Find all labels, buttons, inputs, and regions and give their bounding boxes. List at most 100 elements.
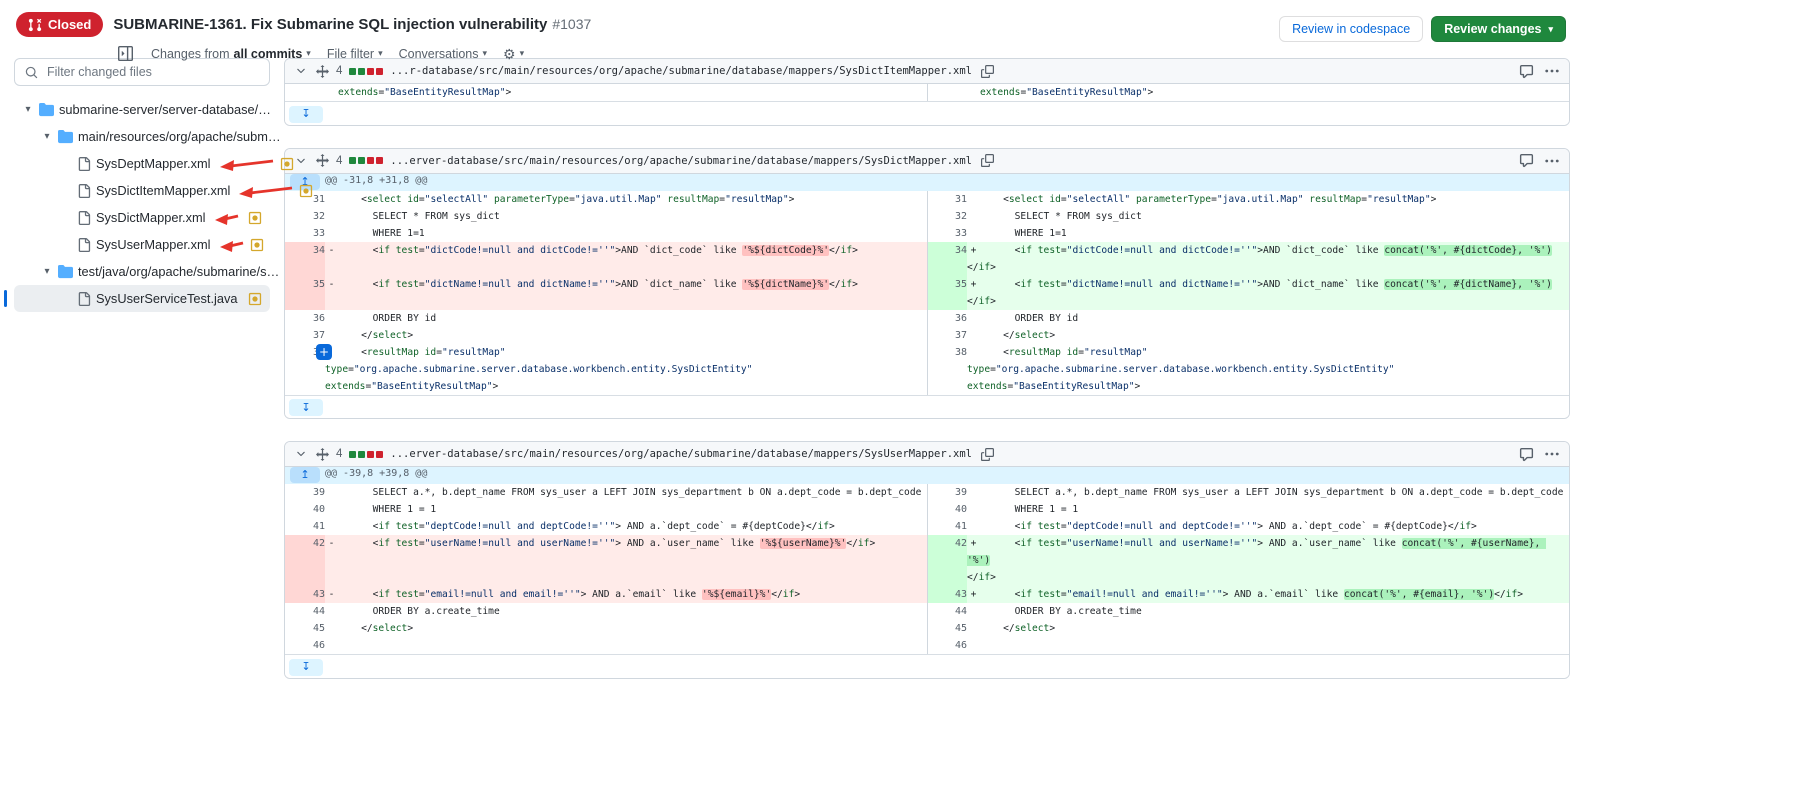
code-line: </select> (967, 620, 1569, 637)
line-number[interactable]: 40 (926, 501, 967, 518)
expand-up-button[interactable]: ↥ (290, 467, 320, 483)
line-number[interactable]: 34 (285, 241, 325, 276)
pr-status-label: Closed (48, 17, 92, 32)
line-number[interactable]: 44 (926, 603, 967, 620)
line-number[interactable]: 46 (926, 637, 967, 654)
line-number[interactable]: 42 (926, 535, 967, 586)
tree-folder-item[interactable]: ▾submarine-server/server-database/… (14, 96, 270, 123)
line-number[interactable]: 31 (926, 190, 967, 208)
line-number[interactable]: 36 (285, 309, 325, 327)
line-number[interactable]: 41 (285, 518, 325, 535)
line-number[interactable]: 42 (285, 535, 325, 586)
pr-number: #1037 (552, 16, 592, 32)
tree-folder-item[interactable]: ▾main/resources/org/apache/subm… (14, 123, 280, 150)
line-number[interactable]: 35 (285, 275, 325, 310)
code-line: WHERE 1=1 (325, 224, 927, 242)
line-number[interactable]: 43 (285, 586, 325, 603)
copy-path-icon[interactable] (979, 446, 996, 463)
line-number[interactable]: 31 (285, 190, 325, 208)
chevron-down-icon: ▾ (44, 131, 50, 142)
filter-changed-files-input[interactable] (45, 64, 259, 80)
diff-settings-dropdown[interactable]: ⚙ ▾ (503, 47, 524, 61)
split-diff-table: ↥@@ -39,8 +39,8 @@39 SELECT a.*, b.dept_… (285, 467, 1569, 654)
line-number[interactable]: 44 (285, 603, 325, 620)
pr-header: Closed SUBMARINE-1361. Fix Submarine SQL… (0, 0, 1576, 61)
line-number[interactable]: 32 (285, 207, 325, 225)
comment-icon[interactable] (1517, 62, 1536, 81)
collapse-file-chevron-icon[interactable] (293, 446, 309, 462)
kebab-menu-icon[interactable] (1543, 450, 1561, 458)
line-number[interactable]: 37 (926, 326, 967, 344)
file-tree-toggle-icon[interactable] (116, 44, 135, 63)
line-number[interactable]: 36 (926, 309, 967, 327)
diff-row: 31 <select id="selectAll" parameterType=… (285, 190, 1569, 208)
line-number[interactable] (285, 84, 325, 101)
code-line: <select id="selectAll" parameterType="ja… (325, 190, 927, 208)
line-number[interactable]: 40 (285, 501, 325, 518)
changes-from-dropdown[interactable]: Changes from all commits ▾ (151, 47, 311, 61)
expand-down-button[interactable]: ↧ (289, 399, 323, 416)
code-line: + <if test="dictName!=null and dictName!… (967, 275, 1569, 310)
commits-value: all commits (233, 46, 303, 61)
tree-file-item[interactable]: SysUserServiceTest.java (4, 285, 270, 312)
changed-lines-count: 4 (336, 65, 343, 77)
line-number[interactable]: 45 (926, 620, 967, 637)
expand-up-button[interactable]: ↥ (290, 173, 320, 190)
file-filter-dropdown[interactable]: File filter ▾ (327, 47, 383, 61)
conversations-dropdown[interactable]: Conversations ▾ (399, 47, 487, 61)
code-line: extends="BaseEntityResultMap"> (967, 84, 1569, 101)
modified-file-icon (248, 292, 262, 306)
hunk-gutter: ↥ (285, 173, 325, 191)
review-in-codespace-button[interactable]: Review in codespace (1279, 16, 1424, 42)
tree-item-label: SysUserServiceTest.java (96, 291, 238, 306)
file-path-link[interactable]: ...r-database/src/main/resources/org/apa… (390, 65, 972, 77)
line-number[interactable]: 45 (285, 620, 325, 637)
comment-icon[interactable] (1517, 445, 1536, 464)
code-line: <if test="deptCode!=null and deptCode!='… (325, 518, 927, 535)
copy-path-icon[interactable] (979, 63, 996, 80)
line-number[interactable]: 32 (926, 207, 967, 225)
diff-row: 39 SELECT a.*, b.dept_name FROM sys_user… (285, 484, 1569, 501)
line-number[interactable]: 33 (285, 224, 325, 242)
line-number[interactable]: 38 (926, 343, 967, 395)
tree-file-item[interactable]: SysUserMapper.xml (14, 231, 270, 258)
collapse-file-chevron-icon[interactable] (293, 153, 309, 169)
line-number[interactable]: 35 (926, 275, 967, 310)
changes-from-label: Changes from (151, 46, 230, 61)
code-line: </select> (325, 326, 927, 344)
file-path-link[interactable]: ...erver-database/src/main/resources/org… (390, 448, 972, 460)
tree-item-label: SysDictItemMapper.xml (96, 183, 231, 198)
code-line: <select id="selectAll" parameterType="ja… (967, 190, 1569, 208)
line-number[interactable] (926, 84, 967, 101)
line-number[interactable]: 43 (926, 586, 967, 603)
add-comment-plus-button[interactable]: + (316, 343, 332, 360)
tree-file-item[interactable]: SysDictMapper.xml (14, 204, 270, 231)
code-line: ORDER BY a.create_time (325, 603, 927, 620)
expand-footer: ↧ (285, 394, 1569, 418)
diffstat-squares (349, 157, 384, 164)
line-number[interactable]: 34 (926, 241, 967, 276)
line-number[interactable]: 39 (285, 484, 325, 501)
line-number[interactable]: 33 (926, 224, 967, 242)
line-number[interactable]: 41 (926, 518, 967, 535)
file-path-link[interactable]: ...erver-database/src/main/resources/org… (390, 154, 972, 167)
copy-path-icon[interactable] (979, 152, 996, 169)
tree-file-item[interactable]: SysDeptMapper.xml (14, 150, 293, 177)
line-number[interactable]: 37 (285, 326, 325, 344)
line-number[interactable]: 39 (926, 484, 967, 501)
tree-file-item[interactable]: SysDictItemMapper.xml (14, 177, 313, 204)
drag-handle-icon[interactable] (316, 447, 329, 461)
folder-icon (58, 129, 73, 144)
drag-handle-icon[interactable] (316, 154, 329, 167)
review-changes-button[interactable]: Review changes ▾ (1431, 16, 1566, 42)
drag-handle-icon[interactable] (316, 64, 329, 78)
line-number[interactable]: 46 (285, 637, 325, 654)
comment-icon[interactable] (1517, 151, 1536, 170)
kebab-menu-icon[interactable] (1543, 157, 1561, 165)
expand-down-button[interactable]: ↧ (289, 105, 323, 123)
expand-down-button[interactable]: ↧ (289, 658, 323, 676)
tree-folder-item[interactable]: ▾test/java/org/apache/submarine/s… (14, 258, 279, 285)
diffstat-squares (349, 67, 384, 75)
kebab-menu-icon[interactable] (1543, 67, 1561, 75)
collapse-file-chevron-icon[interactable] (293, 63, 309, 79)
